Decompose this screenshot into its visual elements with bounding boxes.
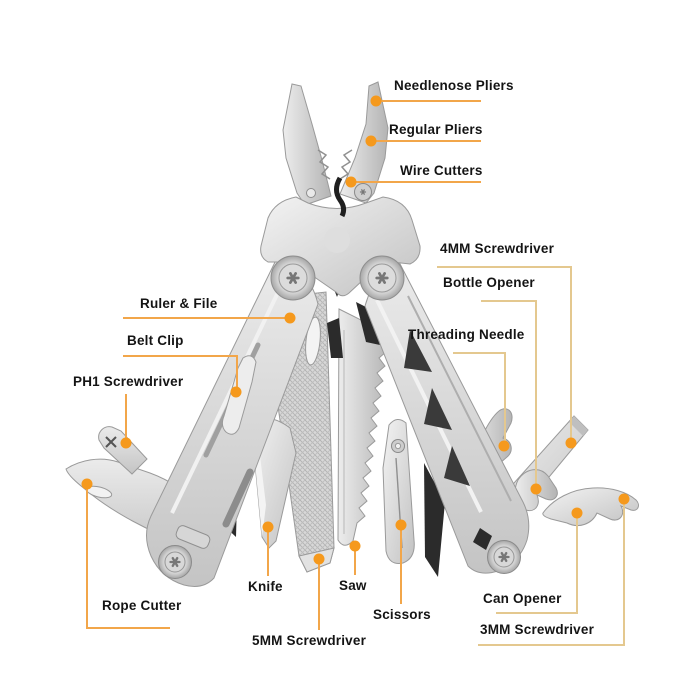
label-ruler-file: Ruler & File [140, 296, 218, 311]
anchor-dot-screwdriver-5mm [313, 553, 325, 565]
label-screwdriver-3mm: 3MM Screwdriver [480, 622, 595, 637]
label-screwdriver-4mm: 4MM Screwdriver [440, 241, 555, 256]
anchor-dot-screwdriver-3mm [618, 493, 630, 505]
label-wire-cutters: Wire Cutters [400, 163, 483, 178]
leader-screwdriver-3mm [478, 499, 625, 646]
anchor-dot-ph1-screwdriver [120, 437, 132, 449]
leader-can-opener [496, 513, 578, 614]
label-bottle-opener: Bottle Opener [443, 275, 535, 290]
label-can-opener: Can Opener [483, 591, 562, 606]
anchor-dot-can-opener [571, 507, 583, 519]
right-handle [364, 259, 530, 574]
wire-cutter-notch [334, 176, 347, 218]
label-scissors: Scissors [373, 607, 431, 622]
saw-tool [337, 308, 390, 546]
anchor-dot-wire-cutters [345, 176, 357, 188]
anchor-dot-threading-needle [498, 440, 510, 452]
anchor-dot-ruler-file [284, 312, 296, 324]
label-ph1-screwdriver: PH1 Screwdriver [73, 374, 184, 389]
anchor-dot-screwdriver-4mm [565, 437, 577, 449]
anchor-dot-saw [349, 540, 361, 552]
anchor-dot-rope-cutter [81, 478, 93, 490]
label-rope-cutter: Rope Cutter [102, 598, 182, 613]
anchor-dot-belt-clip [230, 386, 242, 398]
anchor-dot-scissors [395, 519, 407, 531]
scissors-tool [382, 419, 415, 564]
label-knife: Knife [248, 579, 283, 594]
label-needlenose-pliers: Needlenose Pliers [394, 78, 514, 93]
label-saw: Saw [339, 578, 367, 593]
leader-screwdriver-4mm [437, 266, 572, 443]
label-threading-needle: Threading Needle [408, 327, 525, 342]
label-belt-clip: Belt Clip [127, 333, 184, 348]
label-screwdriver-5mm: 5MM Screwdriver [252, 633, 367, 648]
pliers-head [260, 176, 421, 297]
label-regular-pliers: Regular Pliers [389, 122, 483, 137]
leader-belt-clip [123, 355, 238, 392]
leader-bottle-opener [481, 300, 537, 489]
anchor-dot-regular-pliers [365, 135, 377, 147]
pliers-jaws [282, 81, 389, 206]
leader-rope-cutter [86, 484, 170, 629]
anchor-dot-bottle-opener [530, 483, 542, 495]
anchor-dot-knife [262, 521, 274, 533]
pivot-screws [270, 255, 405, 301]
can-opener-tool [542, 487, 639, 527]
anchor-dot-needlenose-pliers [370, 95, 382, 107]
leader-threading-needle [453, 352, 506, 446]
ph1-screwdriver-tool [98, 426, 148, 475]
